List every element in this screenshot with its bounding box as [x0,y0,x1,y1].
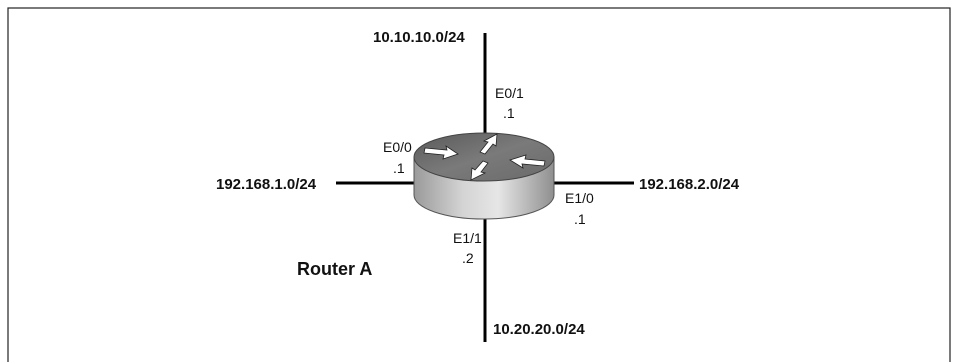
interface-e0-1-ip: .1 [503,105,515,121]
router-icon [413,132,555,220]
network-top-label: 10.10.10.0/24 [373,29,465,46]
interface-e1-0-name: E1/0 [565,190,594,206]
frame-border [7,7,951,362]
interface-e1-1-name: E1/1 [453,230,482,246]
interface-e0-0-name: E0/0 [383,139,412,155]
interface-e1-0-ip: .1 [574,211,586,227]
interface-e0-0-ip: .1 [393,160,405,176]
network-left-label: 192.168.1.0/24 [216,176,317,193]
router-label: Router A [297,259,372,279]
interface-e1-1-ip: .2 [462,250,474,266]
interface-e0-1-name: E0/1 [495,85,524,101]
network-bottom-label: 10.20.20.0/24 [493,321,585,338]
network-right-label: 192.168.2.0/24 [639,176,740,193]
router-arrows [423,133,546,181]
